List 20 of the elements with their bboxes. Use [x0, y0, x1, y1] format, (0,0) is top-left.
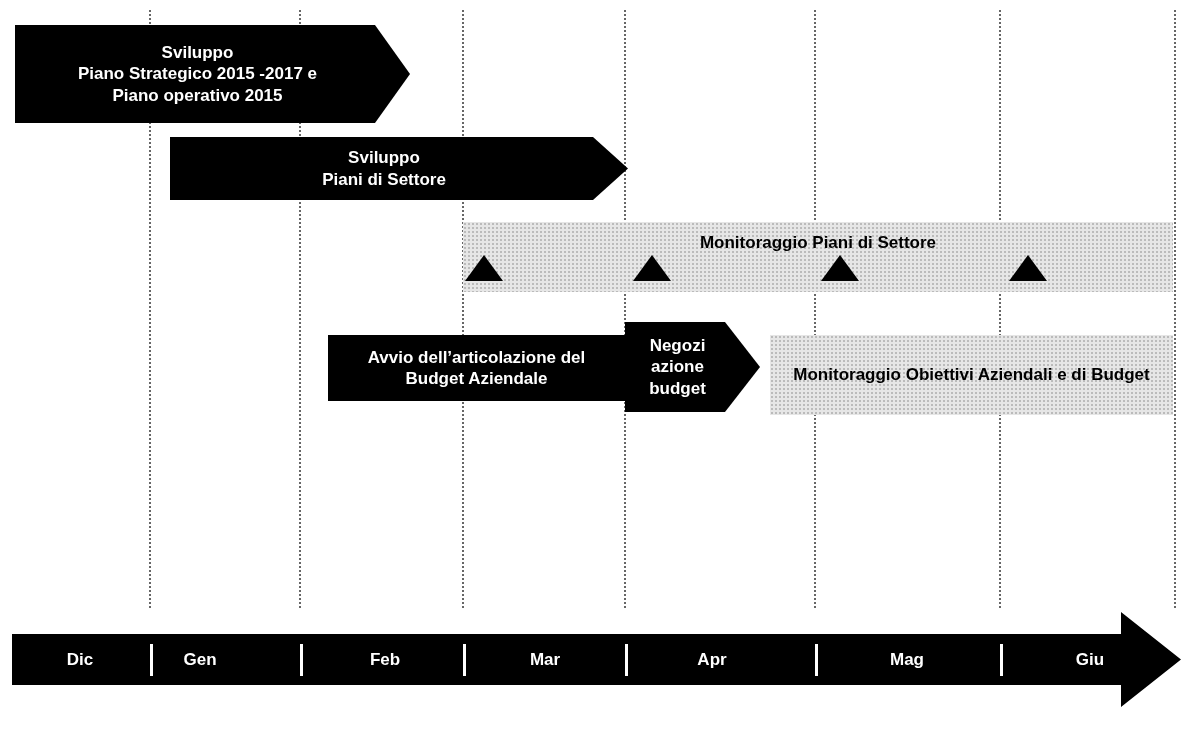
month-label: Feb	[369, 648, 401, 671]
monitoring-band	[770, 335, 1173, 415]
phase-title: Sviluppo	[348, 147, 420, 169]
month-label: Dic	[66, 648, 94, 671]
monitoring-band	[463, 222, 1173, 292]
month-label: Mag	[890, 648, 924, 671]
month-label: Apr	[697, 648, 727, 671]
phase-title: Sviluppo	[161, 42, 234, 64]
phase-label: Avvio dell’articolazione del Budget Aziendale	[366, 346, 587, 390]
phase-label: Monitoraggio Piani di Settore	[699, 232, 937, 254]
month-label: Gen	[183, 648, 217, 671]
phase-label: Negozi azione budget	[648, 335, 707, 399]
month-label: Mar	[529, 648, 561, 671]
phase-banner	[170, 137, 628, 200]
month-label: Giu	[1075, 648, 1105, 671]
phase-box	[328, 335, 625, 401]
phase-label: Monitoraggio Obiettivi Aziendali e di Budget	[793, 364, 1150, 386]
phase-label: Piani di Settore	[322, 168, 446, 190]
phase-banner	[15, 25, 410, 123]
phase-label: Piano Strategico 2015 -2017 e Piano operativo 2015	[76, 63, 319, 106]
